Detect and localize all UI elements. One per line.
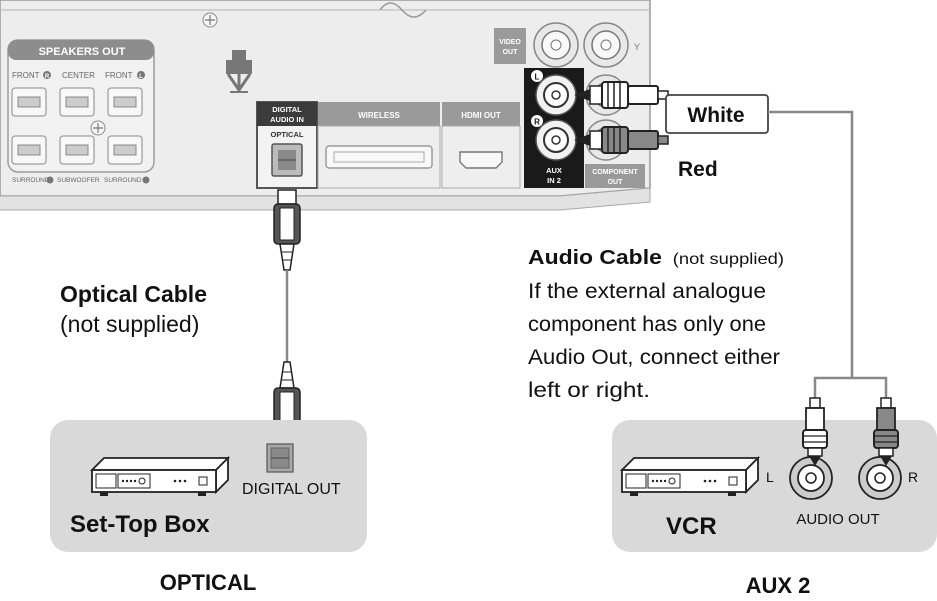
jack-y-label: Y xyxy=(634,42,640,52)
video-out-label-1: VIDEO xyxy=(499,39,521,46)
white-label-box xyxy=(665,94,769,134)
center-label: CENTER xyxy=(62,71,95,80)
rca-plug-red xyxy=(574,126,669,154)
vcr-audio-out-l-jack[interactable] xyxy=(789,456,833,500)
vcr-device-icon xyxy=(619,455,761,496)
audio-desc-line-2: component has only one xyxy=(528,313,766,336)
audio-desc-line-3: Audio Out, connect either xyxy=(528,346,780,369)
vcr-audio-out-r-jack[interactable] xyxy=(858,456,902,500)
wireless-connector[interactable] xyxy=(325,145,433,169)
digital-out-label: DIGITAL OUT xyxy=(242,481,341,498)
set-top-box-name: Set-Top Box xyxy=(70,511,210,538)
surround-l-label: SURROUND xyxy=(104,177,142,184)
vcr-name: VCR xyxy=(666,513,717,540)
front-r-badge: R xyxy=(45,74,50,80)
receiver-back-panel: SPEAKERS OUT FRONT R CENTER FRONT L xyxy=(0,0,651,211)
optical-cable-note: (not supplied) xyxy=(60,311,199,337)
optical-port-label: OPTICAL xyxy=(271,130,304,139)
aux2-caption: AUX 2 xyxy=(746,573,811,598)
audio-cable-heading: Audio Cable (not supplied) xyxy=(528,247,784,269)
rca-plug-white xyxy=(574,81,669,109)
optical-cable-title: Optical Cable xyxy=(60,281,207,307)
red-label: Red xyxy=(678,158,718,181)
aux-l-badge: L xyxy=(535,73,540,82)
front-l-badge: L xyxy=(139,74,143,80)
audio-cable-title: Audio Cable xyxy=(528,247,662,269)
audio-cable-note: (not supplied) xyxy=(673,251,784,268)
optical-cable xyxy=(273,189,301,441)
component-out-label-2: OUT xyxy=(608,179,624,186)
component-out-label-1: COMPONENT xyxy=(592,169,638,176)
audio-desc-line-1: If the external analogue xyxy=(528,280,766,303)
hdmi-out-port: HDMI OUT xyxy=(441,102,521,189)
aux-in-label-2: IN 2 xyxy=(547,176,561,185)
hdmi-connector[interactable] xyxy=(459,151,503,169)
audio-cable xyxy=(768,110,888,400)
digital-audio-in-port: DIGITAL AUDIO IN OPTICAL xyxy=(256,101,318,189)
vcr-right-label: R xyxy=(908,469,918,485)
hdmi-out-label: HDMI OUT xyxy=(461,111,501,120)
vcr-panel: L R AUDIO OUT VCR xyxy=(612,420,937,552)
audio-desc-line-4: left or right. xyxy=(528,379,650,402)
aux-in-2-block: L R AUX IN 2 xyxy=(524,68,584,188)
vcr-rca-plug-l xyxy=(802,397,828,466)
front-l-label: FRONT xyxy=(105,71,133,80)
surround-r-label: SURROUND xyxy=(12,177,50,184)
ground-icon xyxy=(226,50,252,93)
optical-caption: OPTICAL xyxy=(160,570,257,595)
video-out-label-2: OUT xyxy=(503,49,519,56)
wireless-port: WIRELESS xyxy=(317,102,441,189)
set-top-box-device-icon xyxy=(89,455,231,496)
subwoofer-label: SUBWOOFER xyxy=(57,177,100,184)
digital-out-jack[interactable] xyxy=(266,443,294,473)
speakers-out-label: SPEAKERS OUT xyxy=(39,46,126,58)
set-top-box-panel: DIGITAL OUT Set-Top Box xyxy=(50,420,367,552)
speakers-out-block: SPEAKERS OUT FRONT R CENTER FRONT L xyxy=(7,39,155,184)
aux-r-badge: R xyxy=(534,118,540,127)
digital-audio-in-label-1: DIGITAL xyxy=(272,105,302,114)
digital-audio-in-label-2: AUDIO IN xyxy=(270,115,304,124)
vcr-audio-out-label: AUDIO OUT xyxy=(796,511,879,528)
vcr-rca-plug-r xyxy=(873,397,899,466)
video-out-jack: VIDEO OUT Y xyxy=(494,22,640,68)
white-label: White xyxy=(687,104,744,127)
wireless-label: WIRELESS xyxy=(358,111,400,120)
front-r-label: FRONT xyxy=(12,71,40,80)
vcr-left-label: L xyxy=(766,469,774,485)
aux-in-label-1: AUX xyxy=(546,166,562,175)
